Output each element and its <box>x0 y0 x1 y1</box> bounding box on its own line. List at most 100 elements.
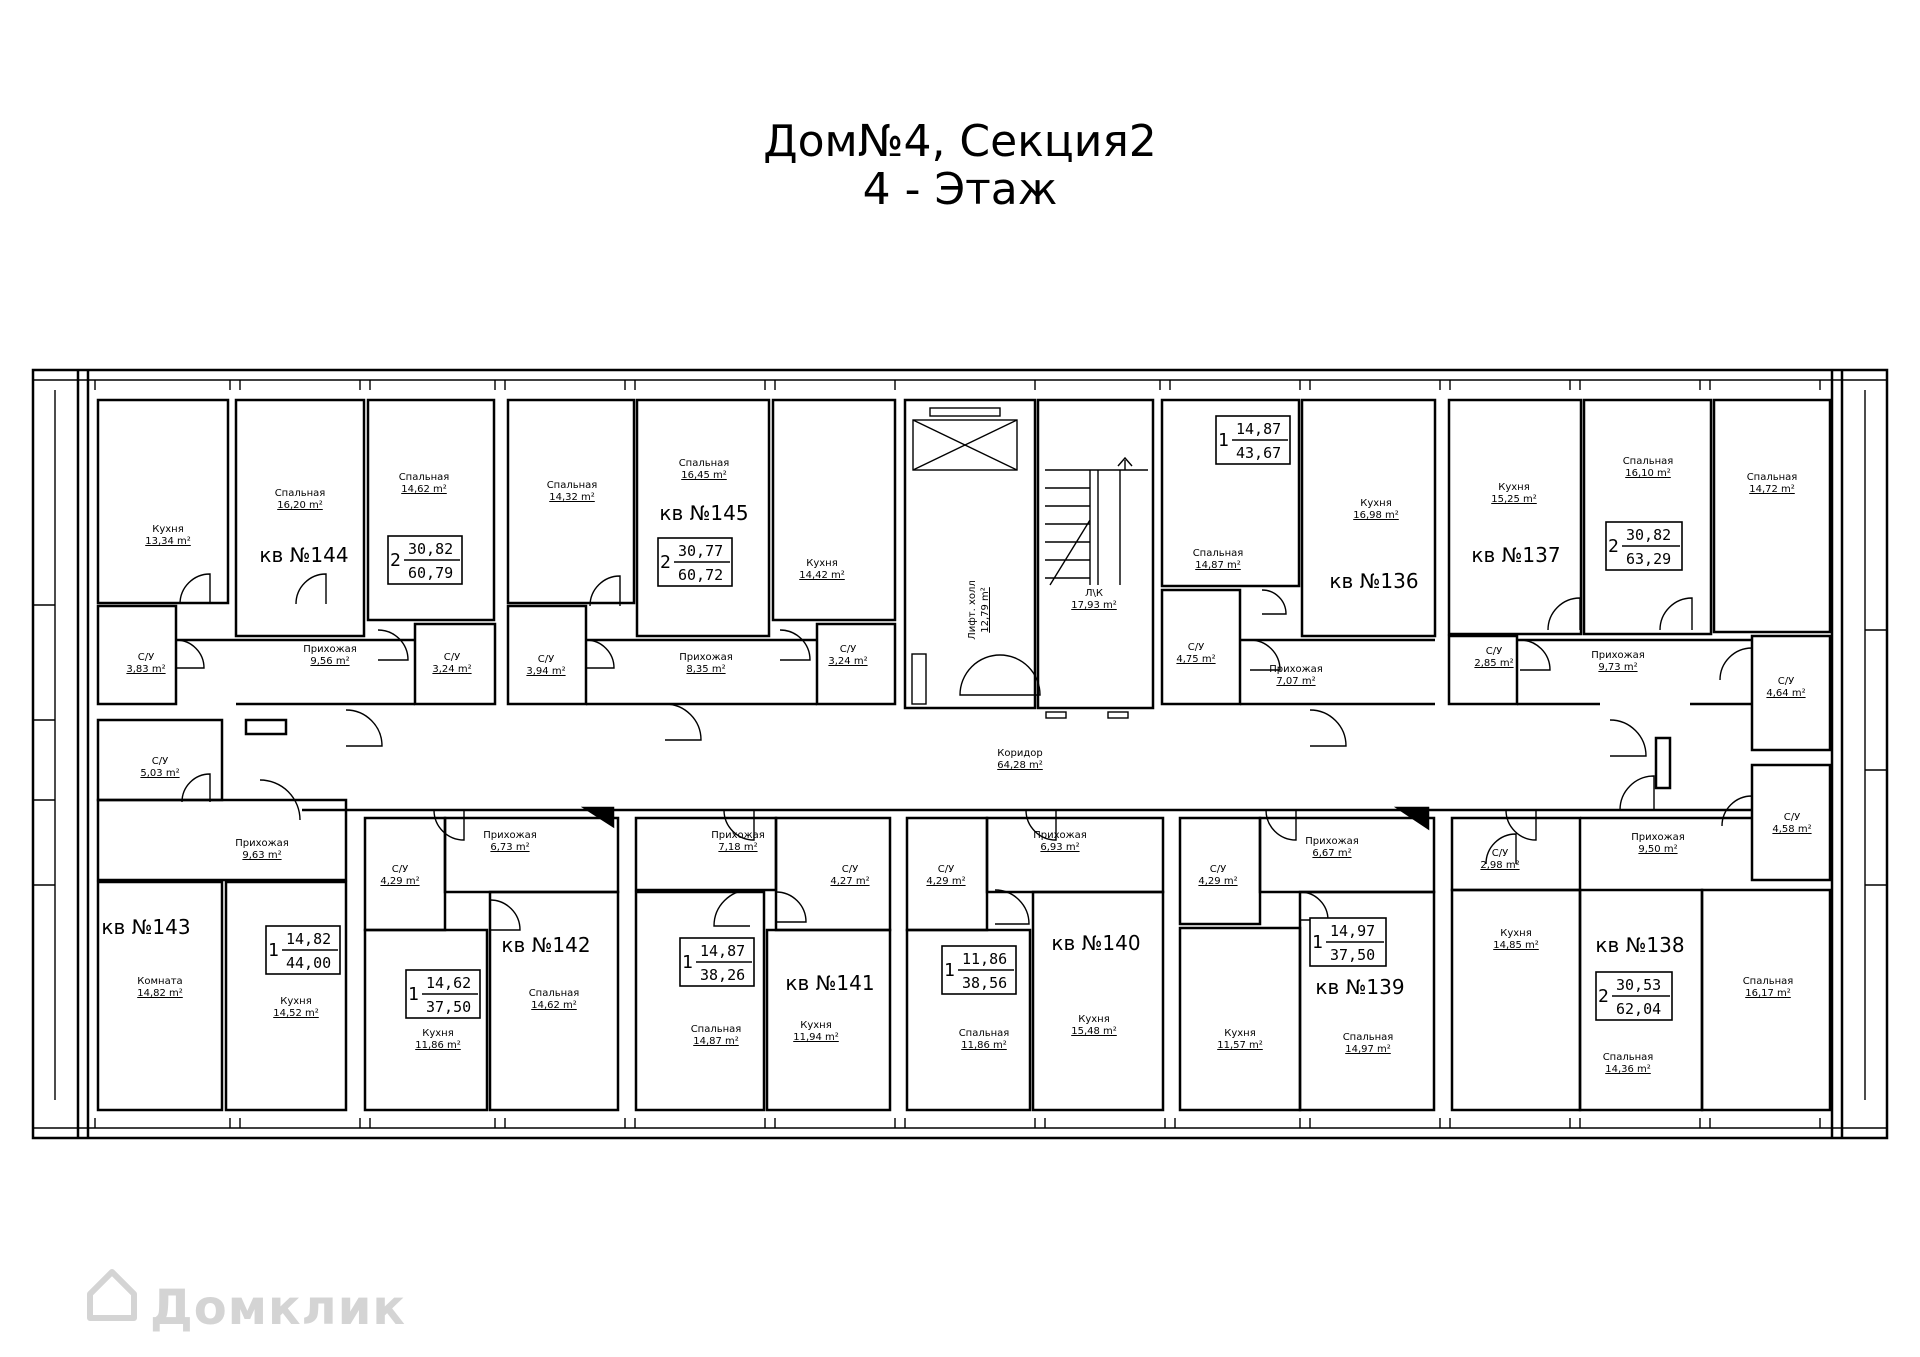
svg-text:30,53: 30,53 <box>1616 976 1661 994</box>
room-area: 14,62 m² <box>531 1000 577 1011</box>
room-name: С/У <box>1486 646 1502 657</box>
room-area: 3,24 m² <box>432 664 471 675</box>
room-area: 5,03 m² <box>140 768 179 779</box>
area-box-136: 1 14,87 43,67 <box>1215 415 1291 465</box>
room-area: 4,64 m² <box>1766 688 1805 699</box>
room-area: 11,57 m² <box>1217 1040 1263 1051</box>
room-area: 17,93 m² <box>1071 600 1117 611</box>
room-name: С/У <box>1188 642 1204 653</box>
room-area: 9,63 m² <box>242 850 281 861</box>
room-name: С/У <box>138 652 154 663</box>
room-name: Спальная <box>1743 976 1794 987</box>
room-area: 4,29 m² <box>926 876 965 887</box>
room-area: 6,73 m² <box>490 842 529 853</box>
room-name: Прихожая <box>235 838 289 849</box>
room-name: Прихожая <box>303 644 357 655</box>
room-name: Кухня <box>152 524 184 535</box>
room-area: 14,85 m² <box>1493 940 1539 951</box>
room-name: Прихожая <box>679 652 733 663</box>
room-area: 2,85 m² <box>1474 658 1513 669</box>
room-area: 6,93 m² <box>1040 842 1079 853</box>
svg-text:30,82: 30,82 <box>408 540 453 558</box>
room-name: Прихожая <box>1631 832 1685 843</box>
svg-text:1: 1 <box>408 984 419 1005</box>
room-name: Спальная <box>679 458 730 469</box>
svg-text:63,29: 63,29 <box>1626 550 1671 568</box>
room-name: С/У <box>1778 676 1794 687</box>
room-name: Прихожая <box>1033 830 1087 841</box>
room-area: 4,75 m² <box>1176 654 1215 665</box>
room-name: Прихожая <box>1591 650 1645 661</box>
room-area: 3,83 m² <box>126 664 165 675</box>
room-area: 16,20 m² <box>277 500 323 511</box>
room-name: Кухня <box>1500 928 1532 939</box>
room-name: Кухня <box>800 1020 832 1031</box>
svg-text:38,56: 38,56 <box>962 974 1007 992</box>
room-area: 7,07 m² <box>1276 676 1315 687</box>
svg-text:2: 2 <box>390 550 401 571</box>
area-box-143: 1 14,82 44,00 <box>265 925 341 975</box>
room-area: 14,97 m² <box>1345 1044 1391 1055</box>
room-area: 14,32 m² <box>549 492 595 503</box>
apartment-number: кв №137 <box>1471 543 1560 567</box>
room-name: Кухня <box>280 996 312 1007</box>
svg-text:30,82: 30,82 <box>1626 526 1671 544</box>
room-name: С/У <box>842 864 858 875</box>
room-name: Л\К <box>1085 588 1103 599</box>
room-area: 11,94 m² <box>793 1032 839 1043</box>
room-name: Спальная <box>547 480 598 491</box>
area-box-142: 1 14,62 37,50 <box>405 969 481 1019</box>
room-name: С/У <box>444 652 460 663</box>
room-area: 13,34 m² <box>145 536 191 547</box>
svg-text:14,82: 14,82 <box>286 930 331 948</box>
room-name: Спальная <box>1193 548 1244 559</box>
room-name: Комната <box>137 976 182 987</box>
room-name: С/У <box>1492 848 1508 859</box>
room-name: С/У <box>1784 812 1800 823</box>
svg-text:14,97: 14,97 <box>1330 922 1375 940</box>
room-area: 64,28 m² <box>997 760 1043 771</box>
watermark-logo-text: Домклик <box>150 1280 406 1336</box>
room-name: Спальная <box>959 1028 1010 1039</box>
room-area: 14,72 m² <box>1749 484 1795 495</box>
window-marks <box>94 380 1821 1128</box>
room-name: Кухня <box>1360 498 1392 509</box>
apartment-labels: кв №144 кв №145 кв №136 кв №137 кв №143 … <box>101 501 1684 999</box>
svg-text:1: 1 <box>1218 430 1229 451</box>
room-area: 4,29 m² <box>380 876 419 887</box>
room-area: 4,27 m² <box>830 876 869 887</box>
room-area: 15,25 m² <box>1491 494 1537 505</box>
room-name: Спальная <box>1603 1052 1654 1063</box>
room-area: 14,42 m² <box>799 570 845 581</box>
apartment-number: кв №141 <box>785 971 874 995</box>
area-box-144: 2 30,82 60,79 <box>387 535 463 585</box>
room-area: 12,79 m² <box>980 587 991 633</box>
room-name: Спальная <box>275 488 326 499</box>
svg-text:14,87: 14,87 <box>700 942 745 960</box>
room-name: Спальная <box>1747 472 1798 483</box>
room-area: 14,62 m² <box>401 484 447 495</box>
room-name: Кухня <box>422 1028 454 1039</box>
svg-text:14,62: 14,62 <box>426 974 471 992</box>
room-area: 14,52 m² <box>273 1008 319 1019</box>
room-area: 14,82 m² <box>137 988 183 999</box>
apartment-number: кв №140 <box>1051 931 1140 955</box>
room-name: С/У <box>538 654 554 665</box>
area-box-145: 2 30,77 60,72 <box>657 537 733 587</box>
floor-title: 4 - Этаж <box>862 164 1058 215</box>
plan-title: Дом№4, Секция2 <box>763 116 1157 167</box>
room-area: 11,86 m² <box>961 1040 1007 1051</box>
area-box-137: 2 30,82 63,29 <box>1605 521 1683 571</box>
room-area: 14,87 m² <box>1195 560 1241 571</box>
top-row-walls <box>96 398 1832 752</box>
svg-text:14,87: 14,87 <box>1236 420 1281 438</box>
area-box-140: 1 11,86 38,56 <box>941 945 1017 995</box>
area-box-141: 1 14,87 38,26 <box>679 937 755 987</box>
room-name: Спальная <box>1343 1032 1394 1043</box>
apartment-number: кв №143 <box>101 915 190 939</box>
domclick-logo-icon <box>87 1269 137 1321</box>
svg-text:37,50: 37,50 <box>426 998 471 1016</box>
room-name: Прихожая <box>1305 836 1359 847</box>
room-area: 9,56 m² <box>310 656 349 667</box>
room-name: С/У <box>152 756 168 767</box>
